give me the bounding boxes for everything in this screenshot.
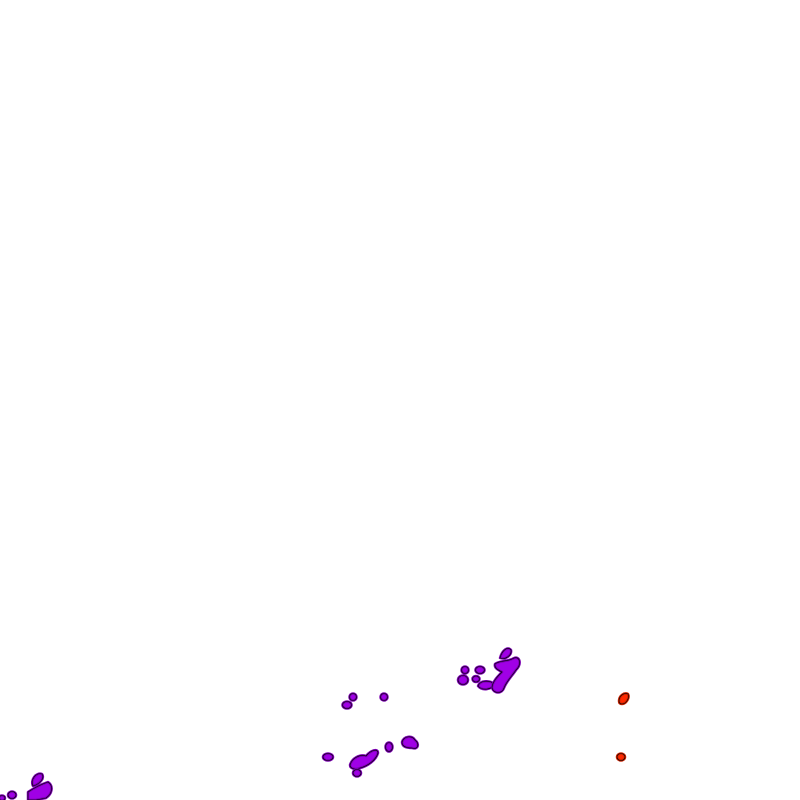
island-sw-edge-outline <box>0 795 6 800</box>
red-island-group <box>615 692 630 762</box>
purple-island-group <box>0 647 521 800</box>
island-sw-main-outline <box>27 781 52 800</box>
island-red-north[interactable] <box>617 692 630 706</box>
island-ne-3-outline <box>457 675 469 685</box>
island-mid-3-outline <box>380 693 388 701</box>
island-mid-east-outline <box>401 736 419 749</box>
island-sw-west-outline <box>7 791 17 799</box>
island-mid-1-outline <box>349 693 357 701</box>
island-mid-5-outline <box>352 769 362 777</box>
island-sw-north-outline <box>31 773 44 787</box>
island-ne-top-outline <box>499 648 512 659</box>
island-ne-main-outline <box>491 657 520 693</box>
island-ne-2-outline <box>475 666 485 674</box>
island-mid-4-outline <box>322 753 334 761</box>
island-red-south-outline <box>616 753 626 761</box>
island-ne-4-outline <box>472 675 480 683</box>
island-ne-1-outline <box>461 666 469 674</box>
island-mid-2-outline <box>342 701 352 709</box>
island-red-north-outline <box>618 693 629 705</box>
island-mid-6-outline <box>385 742 393 752</box>
